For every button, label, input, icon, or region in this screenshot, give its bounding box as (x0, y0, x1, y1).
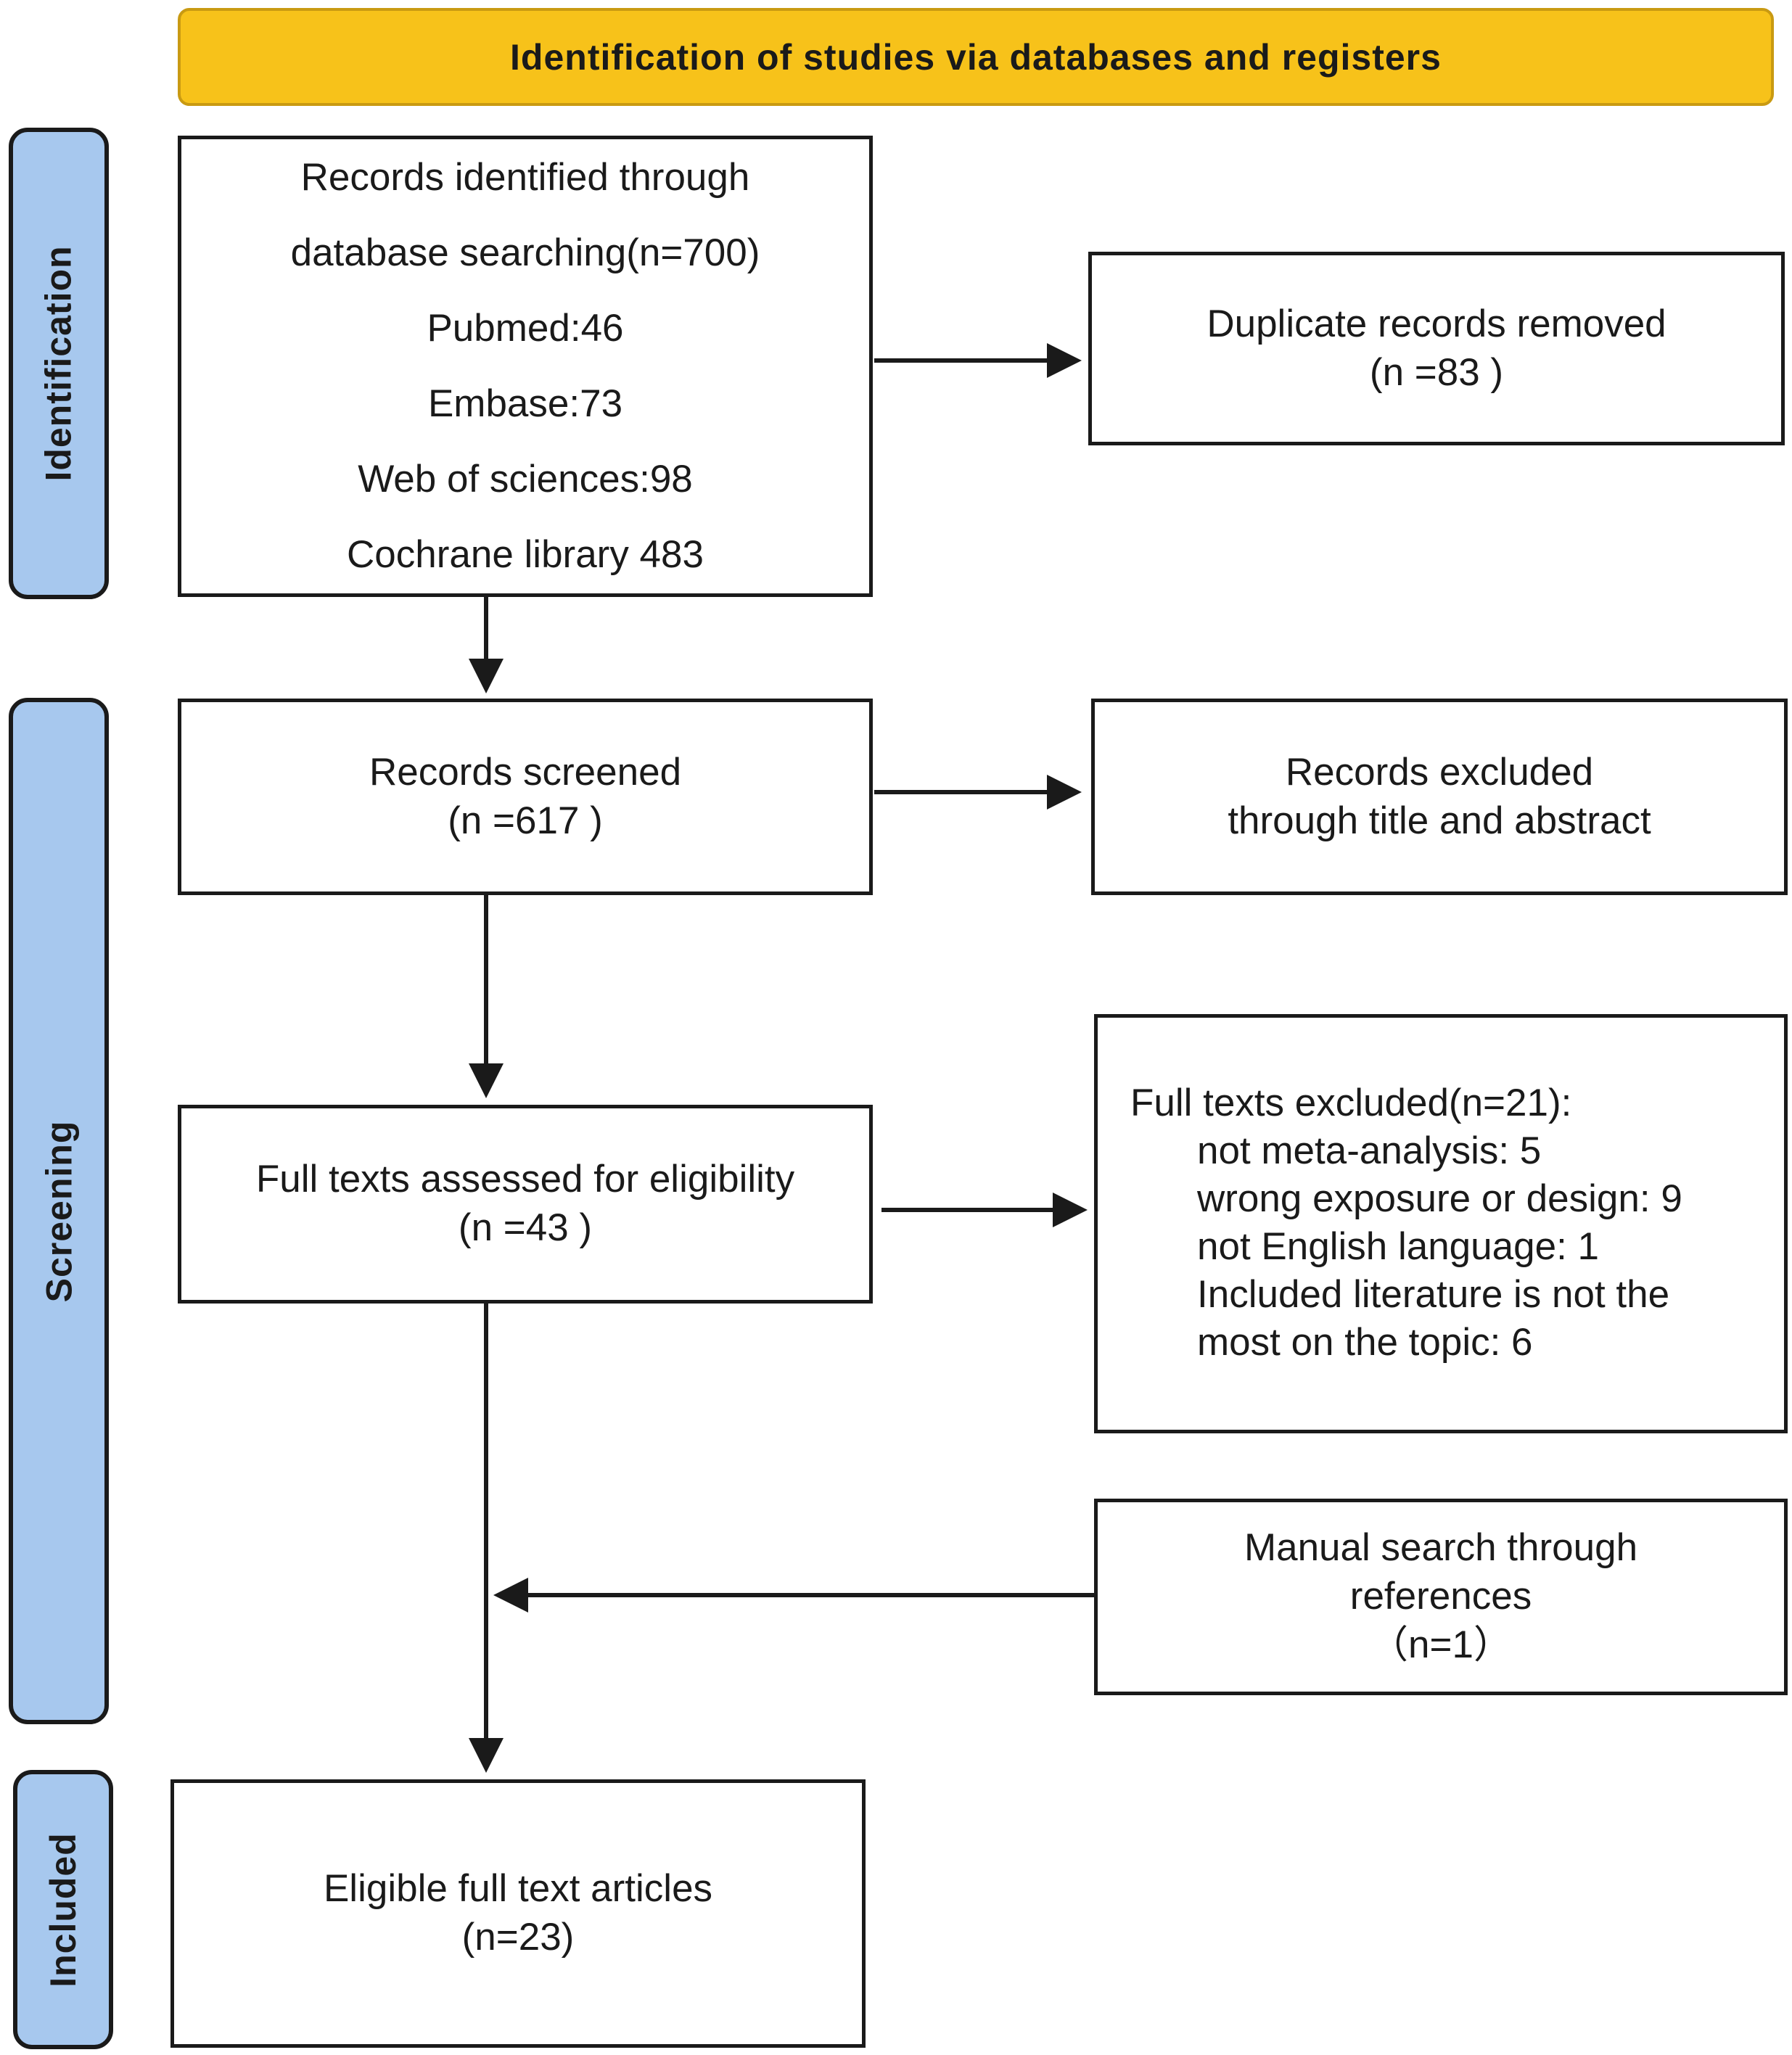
records-screened-count: (n =617 ) (448, 799, 603, 842)
duplicates-removed-box: Duplicate records removed (n =83 ) (1088, 252, 1785, 445)
exclusion-reason: not English language: 1 (1197, 1225, 1599, 1268)
manual-search-label-1: Manual search through (1244, 1526, 1638, 1570)
records-identified-line-2: database searching(n=700) (290, 231, 760, 274)
phase-label-identification-text: Identification (38, 245, 80, 482)
records-identified-box: Records identified through database sear… (178, 136, 873, 597)
full-texts-assessed-label: Full texts assessed for eligibility (255, 1158, 795, 1201)
exclusion-reason: wrong exposure or design: 9 (1197, 1177, 1682, 1220)
exclusion-reason: not meta-analysis: 5 (1197, 1129, 1542, 1172)
diagram-header-title: Identification of studies via databases … (510, 36, 1442, 78)
phase-label-included: Included (13, 1770, 113, 2049)
full-texts-assessed-count: (n =43 ) (458, 1206, 593, 1249)
records-identified-pubmed: Pubmed:46 (427, 307, 624, 350)
exclusion-reason: most on the topic: 6 (1197, 1321, 1533, 1364)
full-texts-assessed-box: Full texts assessed for eligibility (n =… (178, 1105, 873, 1304)
duplicates-removed-count: (n =83 ) (1369, 350, 1504, 394)
exclusion-reason: Included literature is not the (1197, 1273, 1670, 1316)
phase-label-screening: Screening (9, 698, 109, 1724)
records-excluded-box: Records excluded through title and abstr… (1091, 699, 1788, 895)
records-excluded-label: Records excluded (1285, 750, 1594, 794)
eligible-articles-count: (n=23) (461, 1916, 575, 1959)
full-texts-excluded-box: Full texts excluded(n=21): not meta-anal… (1094, 1014, 1788, 1433)
eligible-articles-label: Eligible full text articles (323, 1867, 713, 1911)
records-identified-embase: Embase:73 (427, 382, 623, 425)
manual-search-label-2: references (1349, 1575, 1532, 1618)
phase-label-included-text: Included (43, 1832, 84, 1988)
diagram-header: Identification of studies via databases … (178, 8, 1774, 106)
records-excluded-reason: through title and abstract (1228, 799, 1651, 842)
records-identified-web-of-sciences: Web of sciences:98 (358, 458, 693, 501)
manual-search-box: Manual search through references （n=1） (1094, 1499, 1788, 1695)
duplicates-removed-label: Duplicate records removed (1207, 302, 1666, 345)
phase-label-identification: Identification (9, 128, 109, 599)
phase-label-screening-text: Screening (38, 1120, 79, 1302)
full-texts-excluded-heading: Full texts excluded(n=21): (1130, 1082, 1572, 1124)
records-identified-cochrane: Cochrane library 483 (347, 533, 704, 576)
manual-search-count: （n=1） (1370, 1623, 1512, 1666)
records-identified-line-1: Records identified through (300, 156, 750, 199)
eligible-articles-box: Eligible full text articles (n=23) (170, 1779, 866, 2048)
records-screened-label: Records screened (369, 750, 682, 794)
records-screened-box: Records screened (n =617 ) (178, 699, 873, 895)
